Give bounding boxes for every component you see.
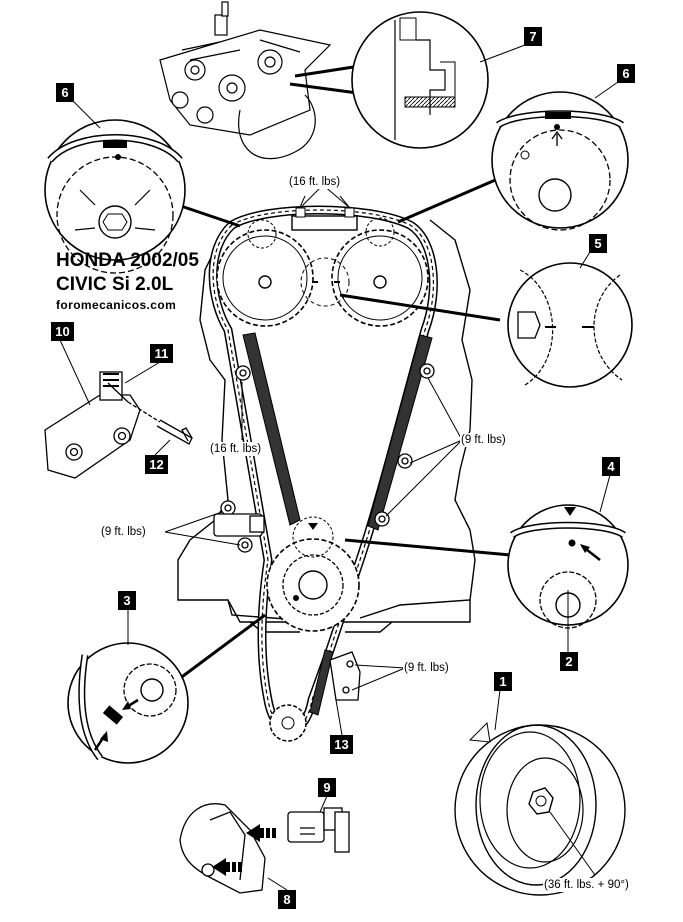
cam-sprocket-center-zone [300, 257, 350, 307]
detail-8-9-tensioner-parts [179, 803, 350, 894]
callout-10: 10 [51, 322, 74, 341]
callout-8: 8 [278, 890, 296, 909]
detail-10-tensioner [44, 371, 141, 479]
detail-1-crank-pulley [454, 721, 626, 896]
detail-6-exhaust-mark [491, 91, 629, 231]
callout-9: 9 [318, 778, 336, 797]
lower-chain-guide [309, 649, 334, 716]
title-website: foromecanicos.com [56, 298, 177, 312]
detail-7-cam-position [351, 11, 489, 149]
callout-leaders [59, 44, 619, 891]
intake-cam-sprocket [216, 229, 314, 327]
detail-5-sprocket-alignment [507, 262, 633, 388]
detail-12-stopper-pin [127, 401, 193, 445]
detail-4-crank-mark [507, 504, 629, 652]
callout-4: 4 [602, 457, 620, 476]
callout-2: 2 [560, 652, 578, 671]
title-engine: CIVIC Si 2.0L [56, 274, 174, 295]
detail-6-intake-mark [44, 119, 186, 274]
torque-guide-right: (9 ft. lbs) [460, 433, 507, 447]
timing-chain [208, 205, 438, 735]
torque-crank-bolt: (36 ft. lbs. + 90°) [543, 878, 630, 892]
chain-guide-left [242, 332, 301, 526]
leader-lines [174, 64, 511, 684]
callout-6-right: 6 [617, 64, 635, 83]
cylinder-head-camshafts [159, 1, 332, 160]
exhaust-cam-sprocket [331, 229, 429, 327]
callout-3: 3 [118, 591, 136, 610]
chain-guide-right [367, 334, 433, 531]
torque-cam-cap: (16 ft. lbs) [288, 175, 342, 189]
cam-timing-mark-circles [247, 217, 395, 249]
callout-7: 7 [524, 27, 542, 46]
removal-arrows [212, 824, 276, 876]
torque-lower-guide: (9 ft. lbs) [403, 661, 450, 675]
callout-5: 5 [589, 234, 607, 253]
callout-12: 12 [145, 455, 168, 474]
guide-bolts [220, 363, 435, 553]
crankshaft-sprocket [266, 516, 360, 632]
detail-3-crank-link [67, 642, 189, 764]
torque-tensioner-bolts: (9 ft. lbs) [100, 525, 147, 539]
callout-13: 13 [330, 735, 353, 754]
chain-tensioner-mounted [213, 513, 265, 537]
callout-11: 11 [150, 344, 173, 363]
cam-bearing-cap [291, 195, 358, 231]
title-model: HONDA 2002/05 [56, 250, 199, 271]
lower-chain-tensioner [329, 651, 361, 701]
callout-1: 1 [494, 672, 512, 691]
oil-pump-sprocket [269, 704, 307, 742]
callout-6-left: 6 [56, 83, 74, 102]
torque-guide-left: (16 ft. lbs) [209, 442, 263, 456]
